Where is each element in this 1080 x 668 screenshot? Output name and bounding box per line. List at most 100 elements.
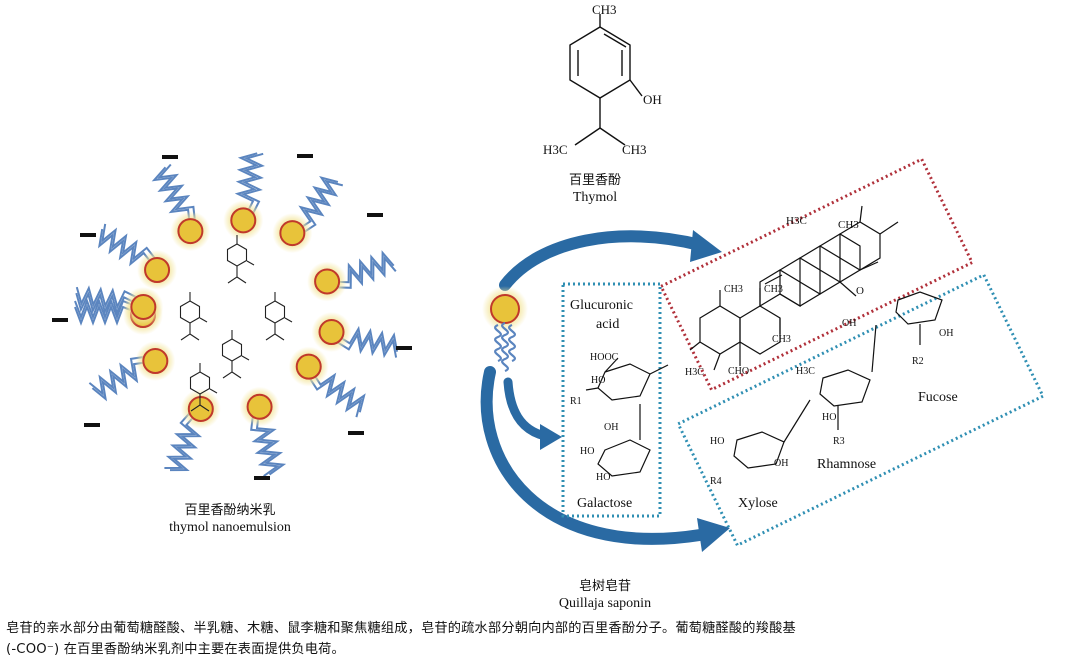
negative-charge <box>80 233 96 237</box>
caption-line-1: 皂苷的亲水部分由葡萄糖醛酸、半乳糖、木糖、鼠李糖和聚焦糖组成，皂苷的疏水部分朝向… <box>6 621 796 636</box>
label-r2: R2 <box>912 356 924 367</box>
nanoemulsion-droplet <box>52 152 412 480</box>
surfactant-tail <box>75 285 145 310</box>
label-ch3-b: CH3 <box>764 284 783 295</box>
surfactant-head <box>142 348 169 374</box>
core-thymol-ring <box>179 300 201 324</box>
surfactant-tail <box>234 152 259 221</box>
label-oh-fuc: OH <box>939 328 953 339</box>
negative-charge <box>162 155 178 159</box>
surfactant-tail <box>169 408 203 472</box>
label-h3c-top: H3C <box>786 215 807 227</box>
surfactant-head <box>144 257 171 283</box>
surfactant-head <box>318 319 345 346</box>
sugar-box-teal <box>561 282 662 518</box>
label-ho-gal2: HO <box>596 472 610 483</box>
label-ho-rha: HO <box>822 412 836 423</box>
figure-caption: 皂苷的亲水部分由葡萄糖醛酸、半乳糖、木糖、鼠李糖和聚焦糖组成，皂苷的疏水部分朝向… <box>6 618 1078 660</box>
caption-line-2: (-COO⁻) 在百里香酚纳米乳剂中主要在表面提供负电荷。 <box>6 642 345 657</box>
negative-charge <box>396 346 412 350</box>
surfactant-tail <box>329 255 397 289</box>
thymol-name-zh: 百里香酚 <box>568 173 621 188</box>
label-h3c-bottom: H3C <box>685 367 704 378</box>
label-ch3-c: CH3 <box>772 334 791 345</box>
surfactant-head <box>279 220 306 247</box>
label-r3: R3 <box>833 436 845 447</box>
label-cho: CHO <box>728 366 749 377</box>
arrow-to-sugars <box>503 377 550 441</box>
negative-charge <box>254 476 270 480</box>
negative-charge <box>52 318 68 322</box>
triterpene-structure <box>689 205 899 371</box>
core-thymol-bonds <box>227 235 255 284</box>
surfactant-tail <box>255 406 287 476</box>
surfactant-tail <box>100 223 161 266</box>
sugar-rings <box>585 291 943 477</box>
core-thymol-ring <box>221 338 243 362</box>
saponin-name-zh: 皂树皂苷 <box>578 579 631 594</box>
surfactant-tail <box>74 304 144 326</box>
surfactant-tail <box>97 228 158 271</box>
surfactant-tail <box>291 176 339 234</box>
label-ch3-a: CH3 <box>724 284 743 295</box>
label-ho-xyl: HO <box>710 436 724 447</box>
negative-charge <box>84 423 100 427</box>
surfactant-head <box>295 353 322 380</box>
surfactant-tail <box>151 166 192 232</box>
surfactant-head <box>177 218 204 245</box>
surfactant-head <box>246 393 273 420</box>
arrow-to-hydrophobic <box>499 230 706 291</box>
core-thymol-bonds <box>180 292 208 341</box>
arrow-head-lower <box>697 518 730 552</box>
negative-charge <box>297 154 313 158</box>
nanoemulsion-caption: 百里香酚纳米乳 thymol nanoemulsion <box>130 502 330 536</box>
surfactant-tail <box>329 331 398 359</box>
sugar-chain-box-teal <box>676 272 1045 548</box>
surfactant-head <box>187 395 214 422</box>
nanoemulsion-name-zh: 百里香酚纳米乳 <box>184 503 276 518</box>
surfactant-head <box>130 293 157 320</box>
label-oh-xyl: OH <box>774 458 788 469</box>
thymol-caption: 百里香酚 Thymol <box>545 172 645 206</box>
arrow-to-xylose <box>480 366 706 545</box>
thymol-structure <box>569 14 643 146</box>
negative-charge <box>367 213 383 217</box>
surfactant-tail <box>250 408 281 477</box>
label-ho-gal: HO <box>580 446 594 457</box>
negative-charge <box>348 431 364 435</box>
nanoemulsion-name-en: thymol nanoemulsion <box>169 520 291 535</box>
surfactant-head <box>230 207 257 234</box>
triterpene-labels: H3C CH3 CH3 CH3 CH3 OH H3C CHO O <box>685 215 864 378</box>
core-thymol-molecules <box>179 235 293 412</box>
label-r4: R4 <box>710 476 722 487</box>
surfactant-tail <box>91 360 156 402</box>
saponin-molecule-icon <box>482 286 528 373</box>
label-fucose: Fucose <box>918 390 958 405</box>
core-thymol-ring <box>226 243 248 267</box>
surfactant-tail <box>164 406 197 469</box>
arrow-head-upper <box>690 230 722 262</box>
label-ch3-top: CH3 <box>838 219 859 231</box>
core-thymol-bonds <box>190 363 218 412</box>
label-hooc: HOOC <box>590 352 619 363</box>
label-galactose: Galactose <box>577 496 632 511</box>
label-h3c-rha: H3C <box>796 366 815 377</box>
label-r1: R1 <box>570 396 582 407</box>
label-ho-glc: HO <box>591 375 605 386</box>
saponin-name-en: Quillaja saponin <box>558 596 652 611</box>
label-oh-gal1: OH <box>604 422 618 433</box>
thymol-ch3-right: CH3 <box>622 142 647 157</box>
thymol-ch3-top: CH3 <box>592 2 617 17</box>
thymol-oh: OH <box>643 92 662 107</box>
surfactant-tail <box>307 366 366 413</box>
label-o-ald: O <box>856 285 864 297</box>
surfactant-tail <box>156 163 197 229</box>
core-thymol-bonds <box>222 330 250 379</box>
surfactant-tail <box>304 370 363 418</box>
surfactant-tail <box>240 152 265 222</box>
core-thymol-bonds <box>265 292 293 341</box>
hydrophobic-box-red <box>659 157 975 392</box>
surfactant-tail <box>296 179 344 238</box>
label-acid: acid <box>596 317 619 332</box>
